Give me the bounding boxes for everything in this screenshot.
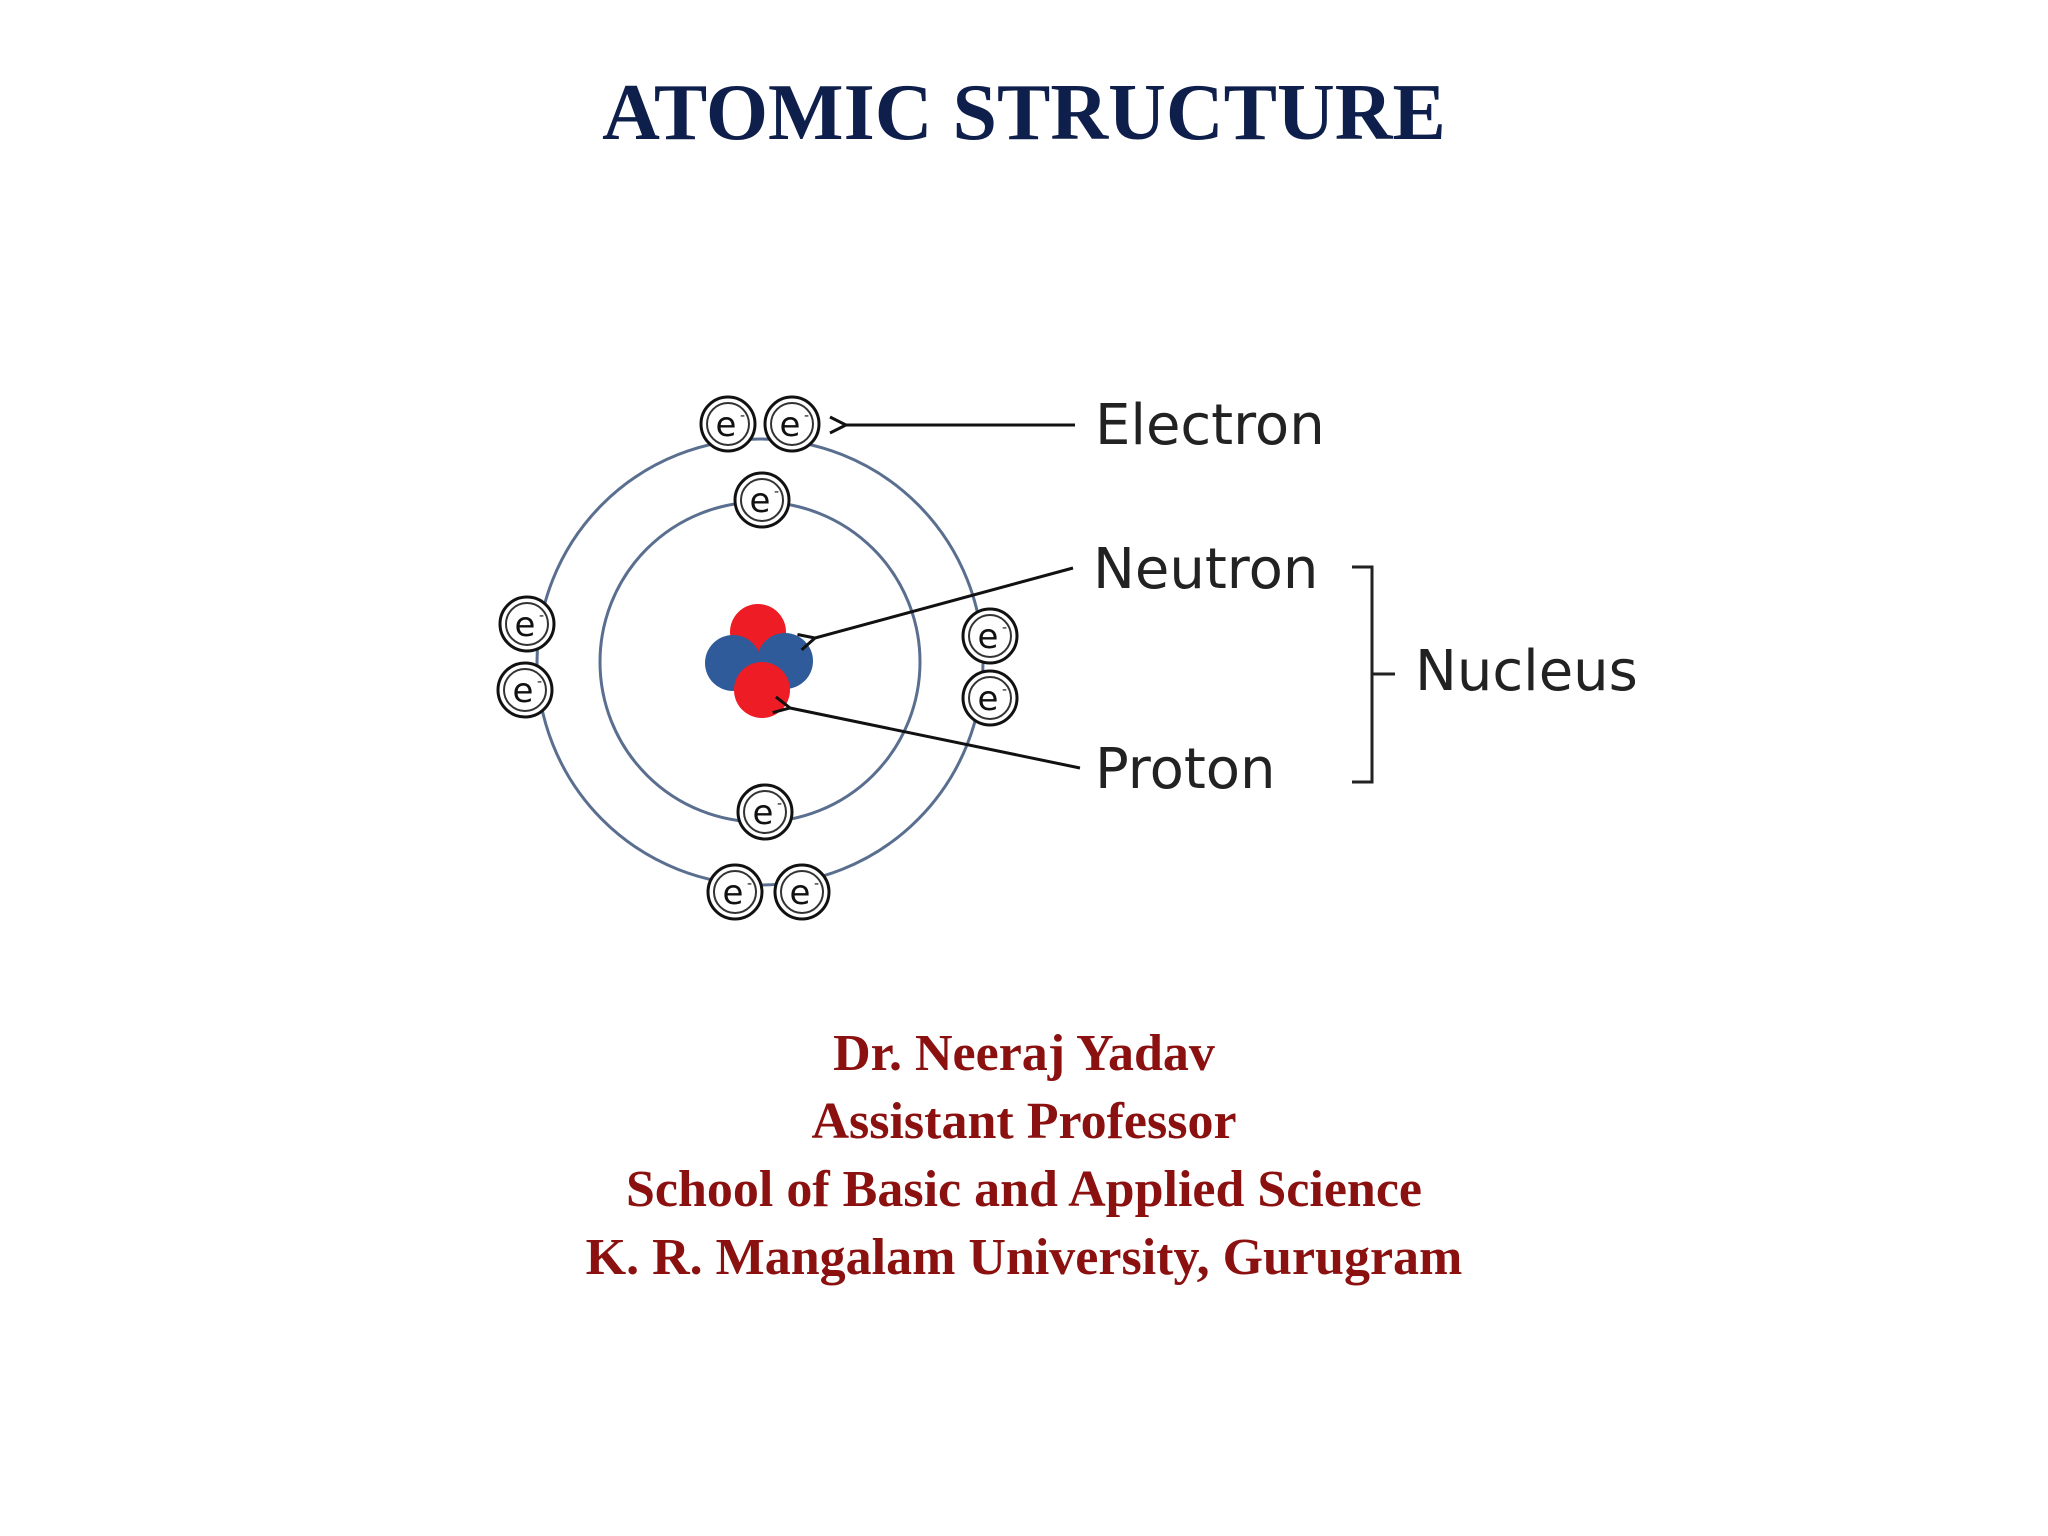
electron-outer-ring: [736, 783, 794, 841]
electron-outer-ring: [773, 863, 831, 921]
electron-particle: e-: [961, 607, 1019, 665]
electron-particle: e-: [496, 661, 554, 719]
electron-outer-ring: [498, 595, 556, 653]
electron-charge: -: [537, 674, 542, 690]
author-school: School of Basic and Applied Science: [626, 1161, 1422, 1218]
electron-symbol: e: [753, 793, 774, 833]
electron-symbol: e: [750, 481, 771, 521]
electron-inner-ring: [770, 402, 814, 446]
electron-inner-ring: [968, 676, 1012, 720]
electron-inner-ring: [780, 870, 824, 914]
electron-outer-ring: [763, 395, 821, 453]
proton-arrow: [790, 708, 1081, 770]
slide-title: ATOMIC STRUCTURE: [602, 69, 1446, 157]
electron-particle: e-: [498, 595, 556, 653]
electron-charge: -: [1002, 620, 1007, 636]
electron-symbol: e: [780, 405, 801, 445]
electron-particle: e-: [706, 863, 764, 921]
proton-particle: [734, 662, 790, 718]
electron-inner-ring: [713, 870, 757, 914]
electron-charge: -: [774, 484, 779, 500]
electron-outer-ring: [961, 607, 1019, 665]
electron-inner-ring: [968, 614, 1012, 658]
electron-symbol: e: [513, 671, 534, 711]
electron-symbol: e: [978, 617, 999, 657]
electron-symbol: e: [716, 405, 737, 445]
electron-inner-ring: [743, 790, 787, 834]
electron-inner-ring: [503, 668, 547, 712]
credits-block: Dr. Neeraj Yadav Assistant Professor Sch…: [0, 1020, 2048, 1292]
electron-inner-ring: [740, 478, 784, 522]
neutron-arrow: [815, 566, 1074, 638]
electron-particle: e-: [736, 783, 794, 841]
electron-particle: e-: [961, 669, 1019, 727]
electron-charge: -: [539, 608, 544, 624]
author-name: Dr. Neeraj Yadav: [833, 1025, 1215, 1082]
proton-label: Proton: [1095, 737, 1276, 802]
nucleus-bracket: [1352, 565, 1395, 784]
electron-symbol: e: [515, 605, 536, 645]
nucleus: [705, 604, 813, 718]
electron-symbol: e: [790, 873, 811, 913]
electron-charge: -: [804, 408, 809, 424]
nucleus-label: Nucleus: [1415, 639, 1638, 704]
electron-outer-ring: [706, 863, 764, 921]
electron-charge: -: [1002, 682, 1007, 698]
electron-outer-ring: [961, 669, 1019, 727]
electron-particle: e-: [733, 471, 791, 529]
electron-particle: e-: [763, 395, 821, 453]
electron-label: Electron: [1095, 393, 1325, 458]
electron-charge: -: [777, 796, 782, 812]
electron-outer-ring: [699, 395, 757, 453]
electron-charge: -: [814, 876, 819, 892]
electron-particle: e-: [699, 395, 757, 453]
electron-inner-ring: [505, 602, 549, 646]
electron-symbol: e: [978, 679, 999, 719]
electron-group: e-e-e-e-e-e-e-e-e-e-: [496, 395, 1019, 921]
electron-outer-ring: [733, 471, 791, 529]
neutron-label: Neutron: [1093, 537, 1318, 602]
electron-charge: -: [747, 876, 752, 892]
author-university: K. R. Mangalam University, Gurugram: [585, 1229, 1463, 1286]
electron-symbol: e: [723, 873, 744, 913]
electron-outer-ring: [496, 661, 554, 719]
electron-particle: e-: [773, 863, 831, 921]
electron-inner-ring: [706, 402, 750, 446]
author-designation: Assistant Professor: [811, 1093, 1237, 1150]
electron-charge: -: [740, 408, 745, 424]
